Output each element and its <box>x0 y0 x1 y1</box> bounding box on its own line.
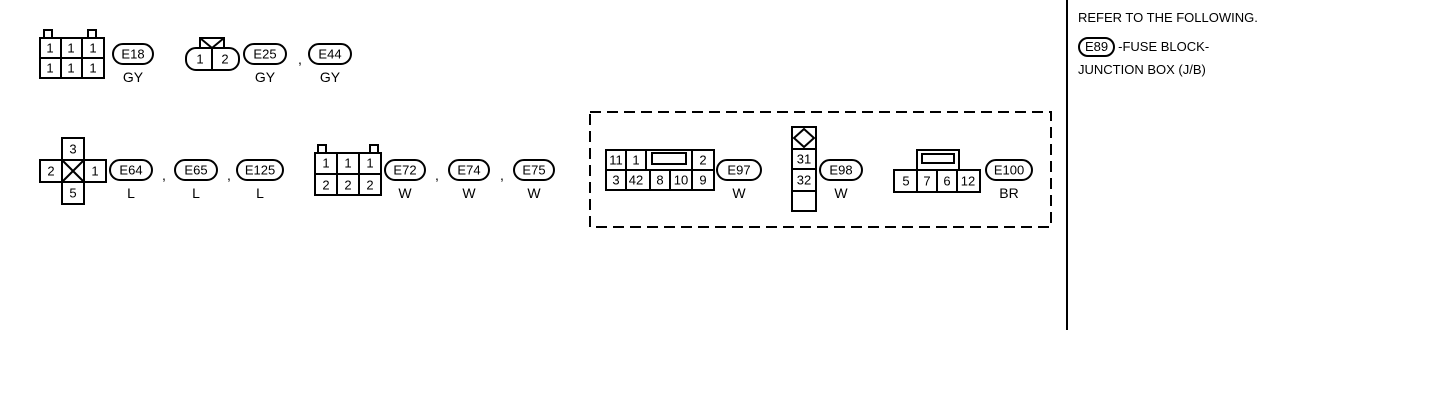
reference-title: REFER TO THE FOLLOWING. <box>1078 10 1258 25</box>
connector-tag: E97 <box>727 163 750 178</box>
separator-comma: , <box>162 167 166 183</box>
separator-comma: , <box>298 51 302 67</box>
connector-pill <box>384 159 426 181</box>
pin-number: 5 <box>902 174 909 189</box>
pin-number: 1 <box>632 153 639 168</box>
pin-number: 1 <box>91 164 98 179</box>
wire-color: L <box>127 185 135 201</box>
connector-pill <box>985 159 1033 181</box>
pin-number: 1 <box>322 156 329 171</box>
connector-pill <box>112 43 154 65</box>
wire-color: BR <box>999 185 1018 201</box>
wire-color: L <box>256 185 264 201</box>
separator-comma: , <box>500 167 504 183</box>
reference-line1: E89 -FUSE BLOCK- <box>1078 37 1209 57</box>
connector-pill <box>236 159 284 181</box>
connector-tag: E65 <box>184 163 207 178</box>
connector-pill <box>308 43 352 65</box>
pin-number: 9 <box>699 173 706 188</box>
wire-color: GY <box>320 69 341 85</box>
connector-tag: E125 <box>245 163 275 178</box>
pin-number: 1 <box>89 41 96 56</box>
connector-tag: E100 <box>994 163 1024 178</box>
pin-number: 1 <box>46 41 53 56</box>
pin-number: 2 <box>221 52 228 67</box>
wire-color: L <box>192 185 200 201</box>
connector-pill <box>243 43 287 65</box>
pin-number: 42 <box>629 173 643 188</box>
connector-pill <box>819 159 863 181</box>
pin-number: 1 <box>46 61 53 76</box>
separator-comma: , <box>227 167 231 183</box>
pin-number: 1 <box>344 156 351 171</box>
reference-description: -FUSE BLOCK- <box>1118 39 1210 54</box>
wire-color: W <box>527 185 541 201</box>
connector-tag: E25 <box>253 47 276 62</box>
wire-color: W <box>462 185 476 201</box>
connector-tag: E75 <box>522 163 545 178</box>
pin-number: 8 <box>656 173 663 188</box>
pin-number: 10 <box>674 173 688 188</box>
pin-number: 1 <box>67 41 74 56</box>
connector-pill <box>174 159 218 181</box>
pin-number: 6 <box>943 174 950 189</box>
pin-number: 1 <box>67 61 74 76</box>
connector-tag: E18 <box>121 47 144 62</box>
separator-comma: , <box>435 167 439 183</box>
connector-tag: E98 <box>829 163 852 178</box>
wire-color: GY <box>123 69 144 85</box>
connector-pill <box>448 159 490 181</box>
pin-number: 5 <box>69 186 76 201</box>
pin-number: 31 <box>797 152 811 167</box>
pin-number: 3 <box>69 142 76 157</box>
pin-number: 1 <box>366 156 373 171</box>
pin-number: 2 <box>322 178 329 193</box>
pin-number: 32 <box>797 173 811 188</box>
connector-pill <box>513 159 555 181</box>
connector-tag: E64 <box>119 163 142 178</box>
pin-number: 3 <box>612 173 619 188</box>
connector-tag: E74 <box>457 163 480 178</box>
pin-number: 11 <box>609 153 623 168</box>
pin-number: 2 <box>699 153 706 168</box>
pin-number: 1 <box>196 52 203 67</box>
pin-number: 7 <box>923 174 930 189</box>
connector-outlines <box>39 0 1068 330</box>
pin-number: 2 <box>47 164 54 179</box>
connector-pill <box>109 159 153 181</box>
pin-number: 2 <box>344 178 351 193</box>
wire-color: W <box>732 185 746 201</box>
connector-tag: E44 <box>318 47 341 62</box>
wire-color: W <box>834 185 848 201</box>
wire-color: GY <box>255 69 276 85</box>
pin-number: 1 <box>89 61 96 76</box>
connector-tag: E72 <box>393 163 416 178</box>
pin-number: 12 <box>961 174 975 189</box>
pin-number: 2 <box>366 178 373 193</box>
connector-pill <box>716 159 762 181</box>
wire-color: W <box>398 185 412 201</box>
reference-line2: JUNCTION BOX (J/B) <box>1078 62 1206 77</box>
reference-connector-tag: E89 <box>1078 37 1116 57</box>
